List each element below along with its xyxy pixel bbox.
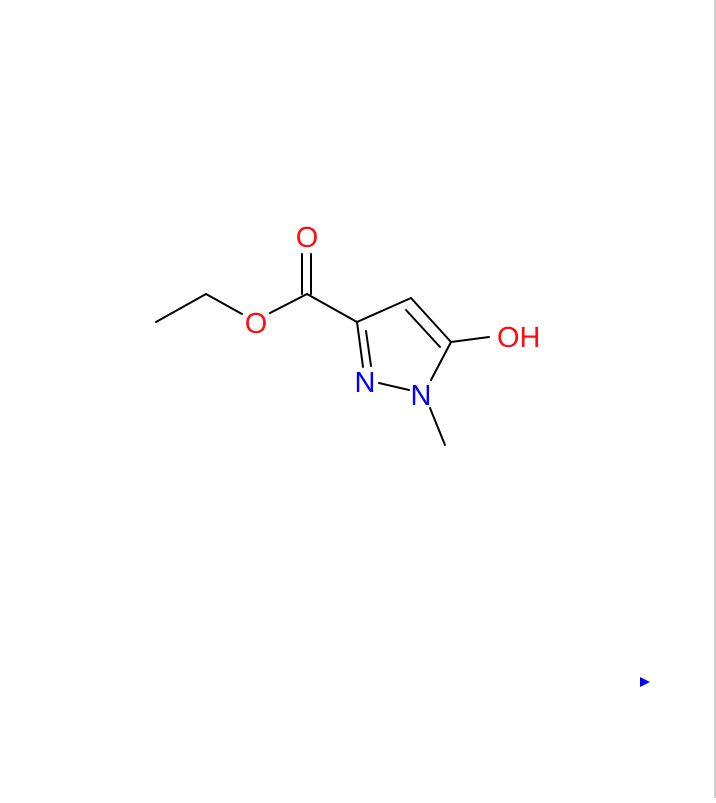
hydroxyl-label: OH [497, 322, 541, 354]
bond-c3-c4 [356, 297, 412, 323]
bond-ch3-ch2 [155, 293, 207, 323]
ester-oxygen-label: O [245, 308, 268, 340]
bond-n1-methyl [429, 407, 446, 446]
bond-group [155, 253, 490, 446]
play-triangle-icon[interactable] [640, 677, 650, 687]
bond-o-carbonyl [269, 293, 308, 314]
bond-c4-c5 [410, 297, 452, 343]
bond-n2-c3-inner [365, 330, 372, 367]
bond-c4-c5-inner [405, 309, 441, 348]
bond-ch2-o [205, 293, 243, 315]
carbonyl-oxygen-label: O [296, 222, 319, 254]
nitrogen-2-label: N [355, 367, 376, 399]
bond-n2-c3 [356, 321, 364, 368]
bond-carbonyl-c3 [306, 293, 358, 323]
bond-c5-n1 [430, 341, 452, 381]
right-border-divider [714, 0, 716, 798]
nitrogen-1-label: N [411, 380, 432, 412]
bond-n1-n2 [378, 382, 410, 391]
bond-c5-oh [450, 336, 490, 343]
